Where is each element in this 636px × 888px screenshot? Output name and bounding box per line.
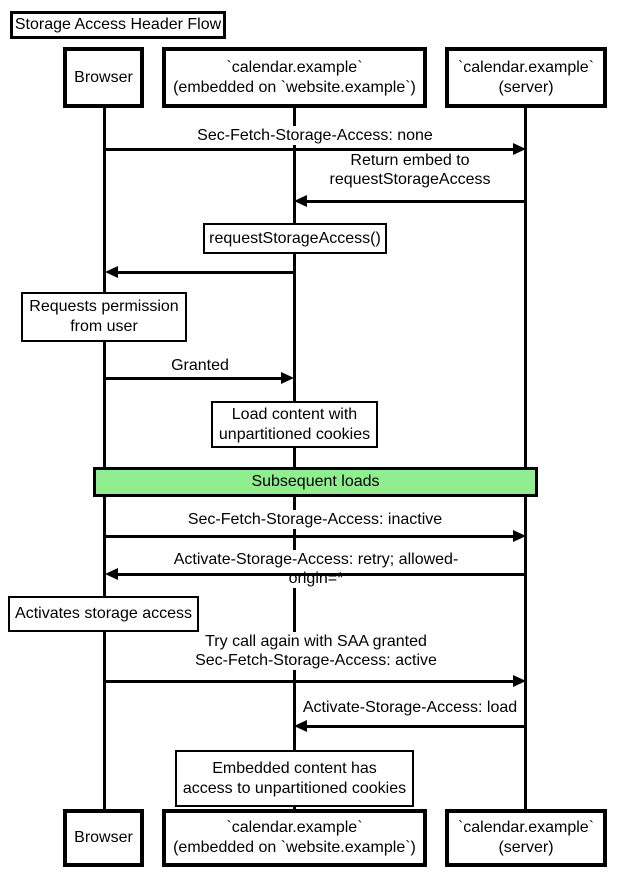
actor-server-bottom: `calendar.example` (server) <box>445 809 607 867</box>
arrow-return-embed-left-icon <box>294 195 526 207</box>
diagram-title: Storage Access Header Flow <box>10 11 226 39</box>
actor-embedded-bottom: `calendar.example` (embedded on `website… <box>162 809 427 867</box>
lifeline-embedded <box>293 108 296 809</box>
note-embedded-access: Embedded content has access to unpartiti… <box>175 750 414 807</box>
actor-server-top: `calendar.example` (server) <box>445 47 607 108</box>
arrow-try-again-right-icon <box>105 675 526 687</box>
lifeline-server <box>524 108 527 809</box>
message-label-return-embed: Return embed to requestStorageAccess <box>325 151 495 189</box>
message-label-asa-retry: Activate-Storage-Access: retry; allowed-… <box>156 550 476 588</box>
message-label-try-again: Try call again with SAA granted Sec-Fetc… <box>191 632 441 670</box>
arrow-asa-load-left-icon <box>294 720 526 732</box>
note-activates-storage: Activates storage access <box>8 596 199 632</box>
arrow-granted-right-icon <box>105 372 294 384</box>
message-label-asa-load: Activate-Storage-Access: load <box>298 698 522 717</box>
arrow-unlabeled-left-icon <box>105 266 294 278</box>
actor-browser-bottom: Browser <box>63 809 144 867</box>
lifeline-browser <box>103 108 106 809</box>
note-request-saa: requestStorageAccess() <box>203 223 387 254</box>
arrow-sfsa-none-right-icon <box>105 143 526 155</box>
subsequent-loads-band: Subsequent loads <box>93 467 538 497</box>
actor-browser-top: Browser <box>63 47 144 108</box>
message-label-sfsa-inactive: Sec-Fetch-Storage-Access: inactive <box>183 510 447 529</box>
message-label-granted: Granted <box>167 356 233 375</box>
note-requests-permission: Requests permission from user <box>21 292 187 342</box>
arrow-asa-retry-left-icon <box>105 568 526 580</box>
actor-embedded-top: `calendar.example` (embedded on `website… <box>162 47 427 108</box>
arrow-sfsa-inactive-right-icon <box>105 530 526 542</box>
note-load-content: Load content with unpartitioned cookies <box>211 401 378 448</box>
message-label-sfsa-none: Sec-Fetch-Storage-Access: none <box>193 126 437 145</box>
